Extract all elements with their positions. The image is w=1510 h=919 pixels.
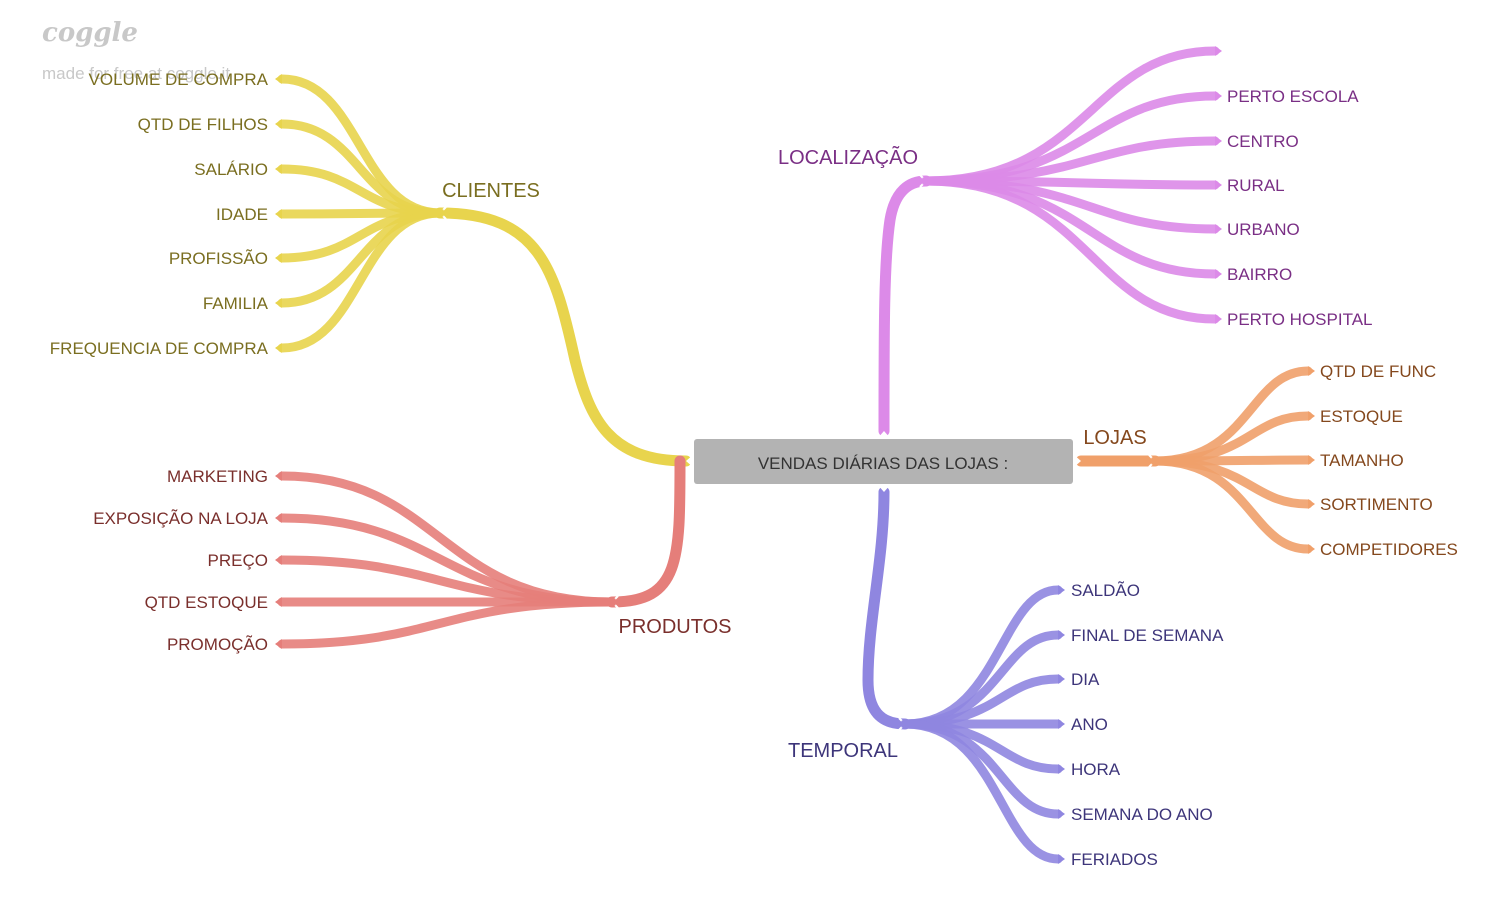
lojas-child-link [1150,456,1313,554]
localizacao-child-label[interactable]: BAIRRO [1227,265,1292,284]
localizacao-trunk-link [878,175,932,437]
lojas-child-tip [1308,499,1315,509]
clientes-child-tip [275,74,282,84]
localizacao-child-tip [1215,269,1222,279]
clientes-child-tip [275,119,282,129]
lojas-child-tip [1308,366,1315,376]
clientes-child-label[interactable]: FAMILIA [203,294,269,313]
produtos-child-label[interactable]: PREÇO [208,551,268,570]
clientes-child-link [277,208,445,353]
localizacao-child-label[interactable]: CENTRO [1227,132,1299,151]
temporal-child-label[interactable]: FERIADOS [1071,850,1158,869]
produtos-branch-label[interactable]: PRODUTOS [619,616,732,638]
clientes-branch-label[interactable]: CLIENTES [442,180,540,202]
clientes-child-label[interactable]: FREQUENCIA DE COMPRA [50,339,269,358]
temporal-child-label[interactable]: FINAL DE SEMANA [1071,626,1224,645]
lojas-child-label[interactable]: COMPETIDORES [1320,540,1458,559]
localizacao-child-label[interactable]: PERTO ESCOLA [1227,87,1359,106]
produtos-child-tip [275,597,282,607]
temporal-child-label[interactable]: HORA [1071,760,1121,779]
clientes-child-label[interactable]: QTD DE FILHOS [138,115,268,134]
temporal-child-tip [1058,809,1065,819]
produtos-trunk-link [606,455,686,608]
localizacao-child-tip [1215,136,1222,146]
localizacao-child-tip [1215,91,1222,101]
lojas-child-tip [1308,455,1315,465]
lojas-child-tip [1308,411,1315,421]
clientes-child-label[interactable]: IDADE [216,205,268,224]
temporal-child-tip [1058,674,1065,684]
clientes-child-tip [275,253,282,263]
lojas-child-label[interactable]: ESTOQUE [1320,407,1403,426]
temporal-child-tip [1058,630,1065,640]
localizacao-branch-label[interactable]: LOCALIZAÇÃO [778,145,918,169]
links-layer [275,46,1315,864]
localizacao-child-tip [1215,180,1222,190]
temporal-child-tip [1058,854,1065,864]
watermark-text: made for free at coggle.it [42,64,231,83]
root-left-notch [686,454,694,468]
produtos-child-tip [275,639,282,649]
temporal-child-label[interactable]: DIA [1071,670,1100,689]
lojas-child-label[interactable]: QTD DE FUNC [1320,362,1436,381]
produtos-child-link [277,597,617,649]
temporal-trunk-link [862,486,911,730]
lojas-child-label[interactable]: SORTIMENTO [1320,495,1433,514]
produtos-child-tip [275,555,282,565]
temporal-branch-label[interactable]: TEMPORAL [788,740,898,762]
clientes-child-label[interactable]: VOLUME DE COMPRA [89,70,269,89]
root-right-notch [1073,454,1081,468]
clientes-child-tip [275,298,282,308]
localizacao-child-tip [1215,314,1222,324]
produtos-child-label[interactable]: EXPOSIÇÃO NA LOJA [93,509,268,528]
root-label: VENDAS DIÁRIAS DAS LOJAS : [758,454,1008,473]
produtos-child-label[interactable]: QTD ESTOQUE [145,593,268,612]
labels-layer: VOLUME DE COMPRA QTD DE FILHOS SALÁRIO IDAD… [50,70,1458,869]
produtos-child-label[interactable]: PROMOÇÃO [167,635,268,654]
root-box [694,439,1073,484]
temporal-child-tip [1058,719,1065,729]
clientes-child-tip [275,209,282,219]
temporal-child-link [900,719,1063,864]
temporal-child-label[interactable]: SEMANA DO ANO [1071,805,1213,824]
temporal-child-label[interactable]: SALDÃO [1071,581,1140,600]
root-top-notch [877,431,891,439]
clientes-child-tip [275,343,282,353]
temporal-child-tip [1058,585,1065,595]
coggle-logo: coggle [42,18,138,48]
localizacao-child-label[interactable]: RURAL [1227,176,1285,195]
localizacao-child-label[interactable]: PERTO HOSPITAL [1227,310,1373,329]
localizacao-child-tip [1215,46,1222,56]
lojas-child-tip [1308,544,1315,554]
produtos-child-label[interactable]: MARKETING [167,467,268,486]
root-node[interactable]: VENDAS DIÁRIAS DAS LOJAS : [686,431,1081,492]
root-bottom-notch [877,484,891,492]
produtos-child-tip [275,471,282,481]
clientes-trunk-link [434,207,692,467]
localizacao-child-link [921,176,1220,324]
temporal-child-tip [1058,764,1065,774]
lojas-branch-label[interactable]: LOJAS [1083,427,1146,449]
produtos-child-tip [275,513,282,523]
localizacao-child-label[interactable]: URBANO [1227,220,1300,239]
localizacao-child-tip [1215,224,1222,234]
clientes-child-label[interactable]: SALÁRIO [194,160,268,179]
temporal-child-label[interactable]: ANO [1071,715,1108,734]
lojas-child-link [1150,411,1313,466]
clientes-child-label[interactable]: PROFISSÃO [169,249,268,268]
clientes-child-tip [275,164,282,174]
lojas-child-label[interactable]: TAMANHO [1320,451,1404,470]
